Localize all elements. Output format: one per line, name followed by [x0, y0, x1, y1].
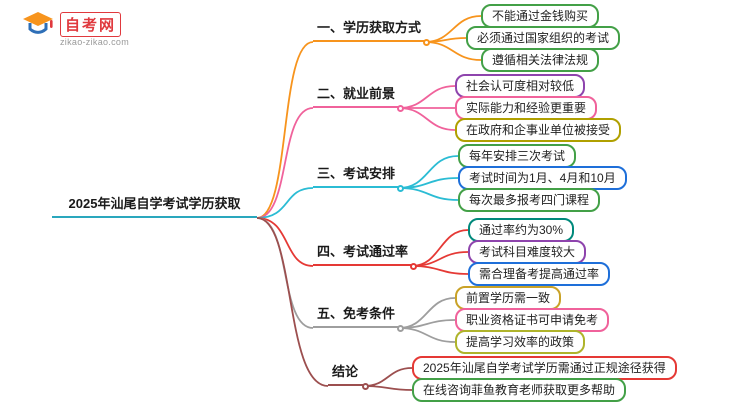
leaf-node-5-1[interactable]: 前置学历需一致 — [455, 286, 562, 310]
root-node[interactable]: 2025年汕尾自学考试学历获取 — [52, 196, 257, 218]
branch-4-label: 四、考试通过率 — [317, 244, 409, 259]
leaf-1-2-label: 必须通过国家组织的考试 — [477, 31, 610, 45]
branch-node-1[interactable]: 一、学历获取方式 — [313, 20, 430, 46]
leaf-node-3-3[interactable]: 每次最多报考四门课程 — [458, 188, 601, 212]
branch-6-label: 结论 — [332, 364, 359, 379]
link-root-branch-1 — [256, 41, 314, 219]
branch-3-connector-dot — [397, 185, 404, 192]
leaf-4-3-label: 需合理备考提高通过率 — [479, 267, 600, 281]
branch-node-4[interactable]: 四、考试通过率 — [313, 244, 417, 270]
link-root-branch-2 — [256, 107, 314, 219]
leaf-node-1-1[interactable]: 不能通过金钱购买 — [481, 4, 600, 28]
leaf-node-4-3[interactable]: 需合理备考提高通过率 — [468, 262, 611, 286]
branch-5-label: 五、免考条件 — [317, 306, 396, 321]
link-branch-4-leaf-2 — [411, 251, 469, 267]
link-branch-5-leaf-3 — [398, 327, 456, 343]
leaf-node-2-1[interactable]: 社会认可度相对较低 — [455, 74, 586, 98]
branch-1-connector-dot — [423, 39, 430, 46]
leaf-6-1-label: 2025年汕尾自学考试学历需通过正规途径获得 — [423, 361, 666, 375]
branch-5-connector-dot — [397, 325, 404, 332]
leaf-2-3-label: 在政府和企事业单位被接受 — [466, 123, 611, 137]
leaf-node-4-2[interactable]: 考试科目难度较大 — [468, 240, 587, 264]
branch-node-5[interactable]: 五、免考条件 — [313, 306, 404, 332]
leaf-node-6-2[interactable]: 在线咨询菲鱼教育老师获取更多帮助 — [412, 378, 627, 402]
leaf-3-1-label: 每年安排三次考试 — [469, 149, 566, 163]
branch-node-2[interactable]: 二、就业前景 — [313, 86, 404, 112]
link-root-branch-3 — [256, 187, 314, 219]
branch-2-connector-dot — [397, 105, 404, 112]
leaf-node-5-2[interactable]: 职业资格证书可申请免考 — [455, 308, 610, 332]
leaf-node-3-1[interactable]: 每年安排三次考试 — [458, 144, 577, 168]
branch-node-6[interactable]: 结论 — [328, 364, 369, 390]
logo-site-domain: zikao-zikao.com — [60, 37, 130, 47]
branch-1-label: 一、学历获取方式 — [317, 20, 422, 35]
leaf-2-2-label: 实际能力和经验更重要 — [466, 101, 587, 115]
link-branch-5-leaf-1 — [398, 297, 456, 329]
leaf-2-1-label: 社会认可度相对较低 — [466, 79, 575, 93]
root-label: 2025年汕尾自学考试学历获取 — [68, 196, 241, 211]
leaf-4-1-label: 通过率约为30% — [479, 223, 564, 237]
leaf-node-2-2[interactable]: 实际能力和经验更重要 — [455, 96, 598, 120]
leaf-5-2-label: 职业资格证书可申请免考 — [466, 313, 599, 327]
leaf-3-3-label: 每次最多报考四门课程 — [469, 193, 590, 207]
leaf-5-3-label: 提高学习效率的政策 — [466, 335, 575, 349]
leaf-3-2-label: 考试时间为1月、4月和10月 — [469, 171, 616, 185]
leaf-5-1-label: 前置学历需一致 — [466, 291, 551, 305]
branch-4-connector-dot — [410, 263, 417, 270]
branch-6-connector-dot — [362, 383, 369, 390]
leaf-node-4-1[interactable]: 通过率约为30% — [468, 218, 575, 242]
logo-graduation-cap-icon — [23, 12, 53, 34]
branch-2-label: 二、就业前景 — [317, 86, 396, 101]
link-branch-2-leaf-3 — [398, 107, 456, 131]
link-branch-2-leaf-1 — [398, 85, 456, 109]
link-root-branch-5 — [256, 217, 314, 329]
leaf-4-2-label: 考试科目难度较大 — [479, 245, 576, 259]
link-branch-6-leaf-2 — [363, 385, 413, 391]
leaf-6-2-label: 在线咨询菲鱼教育老师获取更多帮助 — [423, 383, 616, 397]
link-branch-3-leaf-3 — [398, 187, 459, 201]
link-branch-5-leaf-2 — [398, 319, 456, 329]
leaf-node-1-2[interactable]: 必须通过国家组织的考试 — [466, 26, 621, 50]
link-branch-4-leaf-3 — [411, 265, 469, 275]
link-branch-6-leaf-1 — [363, 367, 413, 387]
leaf-node-6-1[interactable]: 2025年汕尾自学考试学历需通过正规途径获得 — [412, 356, 677, 380]
leaf-1-1-label: 不能通过金钱购买 — [492, 9, 589, 23]
link-branch-4-leaf-1 — [411, 229, 469, 267]
leaf-node-3-2[interactable]: 考试时间为1月、4月和10月 — [458, 166, 627, 190]
leaf-node-2-3[interactable]: 在政府和企事业单位被接受 — [455, 118, 622, 142]
leaf-node-5-3[interactable]: 提高学习效率的政策 — [455, 330, 586, 354]
leaf-1-3-label: 遵循相关法律法规 — [492, 53, 589, 67]
link-branch-1-leaf-2 — [424, 37, 467, 43]
logo-site-name: 自考网 — [60, 12, 122, 37]
branch-3-label: 三、考试安排 — [317, 166, 396, 181]
link-root-branch-4 — [256, 217, 314, 267]
branch-node-3[interactable]: 三、考试安排 — [313, 166, 404, 192]
link-branch-3-leaf-1 — [398, 155, 459, 189]
leaf-node-1-3[interactable]: 遵循相关法律法规 — [481, 48, 600, 72]
link-branch-3-leaf-2 — [398, 177, 459, 189]
